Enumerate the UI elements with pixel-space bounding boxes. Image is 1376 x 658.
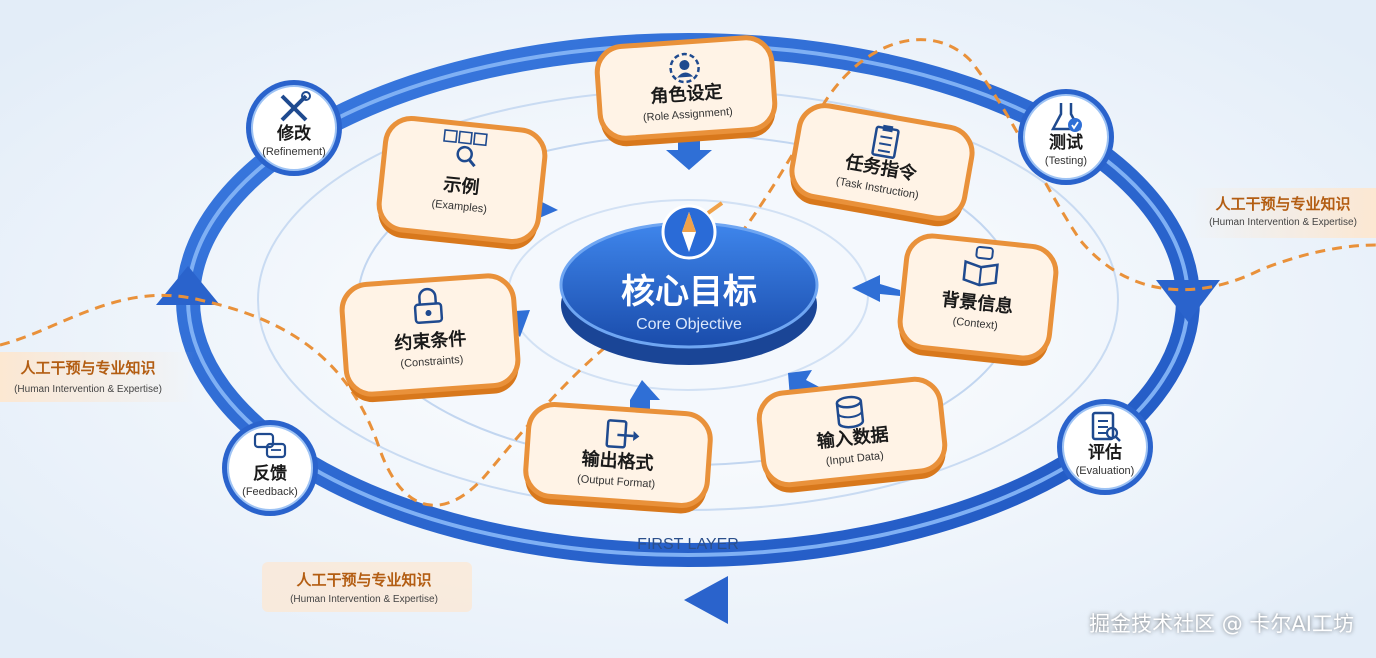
inner-card-4: 输出格式(Output Format) xyxy=(523,402,713,514)
inner-card-1: 任务指令(Task Instruction) xyxy=(789,103,975,227)
human-label-bottom: 人工干预与专业知识 (Human Intervention & Expertis… xyxy=(262,562,472,612)
outer-node-label-en: (Testing) xyxy=(1045,155,1087,167)
database-icon xyxy=(835,395,865,429)
human-label-bottom-en: (Human Intervention & Expertise) xyxy=(290,594,438,605)
human-label-left: 人工干预与专业知识 (Human Intervention & Expertis… xyxy=(0,352,195,402)
human-label-right: 人工干预与专业知识 (Human Intervention & Expertis… xyxy=(1190,188,1376,238)
watermark: 掘金技术社区 @ 卡尔AI工坊 xyxy=(1089,612,1354,636)
task-clipboard-icon xyxy=(871,124,900,159)
cycle-arrow-left xyxy=(156,266,220,305)
inner-card-3: 输入数据(Input Data) xyxy=(756,376,948,493)
document-export-icon xyxy=(605,419,640,449)
human-label-left-cn: 人工干预与专业知识 xyxy=(20,359,155,377)
role-assignment-icon xyxy=(669,52,700,84)
flask-icon xyxy=(1050,103,1082,132)
outer-node-2: 评估 (Evaluation) xyxy=(1057,399,1153,495)
inner-card-label-en: (Output Format) xyxy=(577,473,656,490)
clipboard-search-icon xyxy=(1091,411,1121,442)
inner-card-label-en: (Context) xyxy=(952,316,998,333)
human-label-left-en: (Human Intervention & Expertise) xyxy=(14,384,162,395)
outer-node-label-cn: 修改 xyxy=(276,123,312,144)
cycle-arrow-bottom xyxy=(684,576,728,624)
outer-node-label-en: (Refinement) xyxy=(262,146,326,158)
inner-card-0: 角色设定(Role Assignment) xyxy=(594,35,778,147)
human-label-right-cn: 人工干预与专业知识 xyxy=(1215,195,1350,213)
tools-icon xyxy=(280,91,311,122)
inner-card-label-cn: 输出格式 xyxy=(581,448,654,475)
compass-icon xyxy=(661,201,724,260)
inner-card-label-en: (Examples) xyxy=(431,198,488,216)
lock-icon xyxy=(413,287,444,324)
first-layer-label: FIRST LAYER xyxy=(637,536,739,553)
human-label-bottom-cn: 人工干预与专业知识 xyxy=(296,571,431,589)
outer-node-label-en: (Evaluation) xyxy=(1076,465,1135,477)
inner-card-label-cn: 约束条件 xyxy=(394,328,467,355)
inner-card-5: 约束条件(Constraints) xyxy=(339,273,521,403)
outer-node-label-en: (Feedback) xyxy=(242,486,298,498)
core-objective: 核心目标 Core Objective xyxy=(559,201,819,365)
outer-node-label-cn: 测试 xyxy=(1049,132,1083,153)
inner-card-label-cn: 角色设定 xyxy=(650,81,723,108)
inner-card-label-en: (Constraints) xyxy=(400,354,464,370)
outer-node-0: 修改 (Refinement) xyxy=(246,80,342,176)
outer-node-label-cn: 反馈 xyxy=(253,463,287,484)
inner-elements: 角色设定(Role Assignment)任务指令(Task Instructi… xyxy=(339,35,1059,514)
outer-node-3: 反馈 (Feedback) xyxy=(222,420,318,516)
core-objective-cn: 核心目标 xyxy=(621,272,757,312)
inner-card-6: 示例(Examples) xyxy=(376,116,548,250)
outer-node-label-cn: 评估 xyxy=(1088,442,1122,463)
inner-card-2: 背景信息(Context) xyxy=(897,233,1059,366)
human-label-right-en: (Human Intervention & Expertise) xyxy=(1209,217,1357,228)
book-chat-icon xyxy=(962,245,999,287)
abc-search-icon xyxy=(443,129,488,168)
outer-node-1: 测试 (Testing) xyxy=(1018,89,1114,185)
chat-bubbles-icon xyxy=(253,432,287,459)
core-objective-en: Core Objective xyxy=(636,316,742,333)
inner-card-label-cn: 示例 xyxy=(442,173,480,199)
outer-cycle-nodes: 修改 (Refinement) 测试 (Testing) 评估 (Evaluation) 反… xyxy=(222,80,1153,516)
